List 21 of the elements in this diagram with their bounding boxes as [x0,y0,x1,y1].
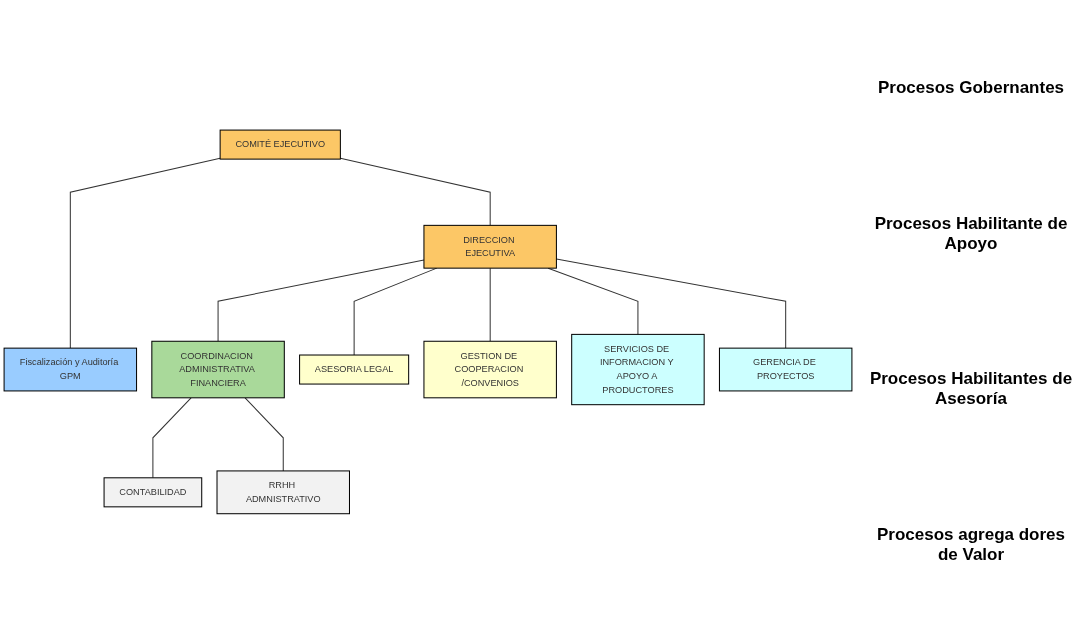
process-group-label: Procesos agrega dores de Valor [876,525,1066,566]
connector [244,396,284,472]
process-group-label: Procesos Habilitante de Apoyo [873,213,1069,254]
node-box: COORDINACION ADMINISTRATIVA FINANCIERA [151,340,285,398]
process-group-label: Procesos Habilitantes de Asesoría [868,369,1074,410]
node-box: CONTABILIDAD [103,476,203,507]
node-box: DIRECCION EJECUTIVA [423,224,557,269]
node-box: GERENCIA DE PROYECTOS [718,347,853,392]
connector [152,396,192,478]
connector [339,157,491,226]
node-box: ASESORIA LEGAL [299,354,410,385]
node-box: GESTION DE COOPERACION /CONVENIOS [423,340,557,398]
connector [489,267,491,342]
connector [547,267,639,335]
node-box: COMITÉ EJECUTIVO [219,129,341,160]
node-box: SERVICIOS DE INFORMACION Y APOYO A PRODUCTORES [571,333,705,405]
node-box: Fiscalización y Auditoría GPM [3,347,138,392]
connector [353,267,438,356]
node-box: RRHH ADMNISTRATIVO [216,470,350,514]
connector [69,157,221,349]
process-group-label: Procesos Gobernantes [876,77,1066,98]
